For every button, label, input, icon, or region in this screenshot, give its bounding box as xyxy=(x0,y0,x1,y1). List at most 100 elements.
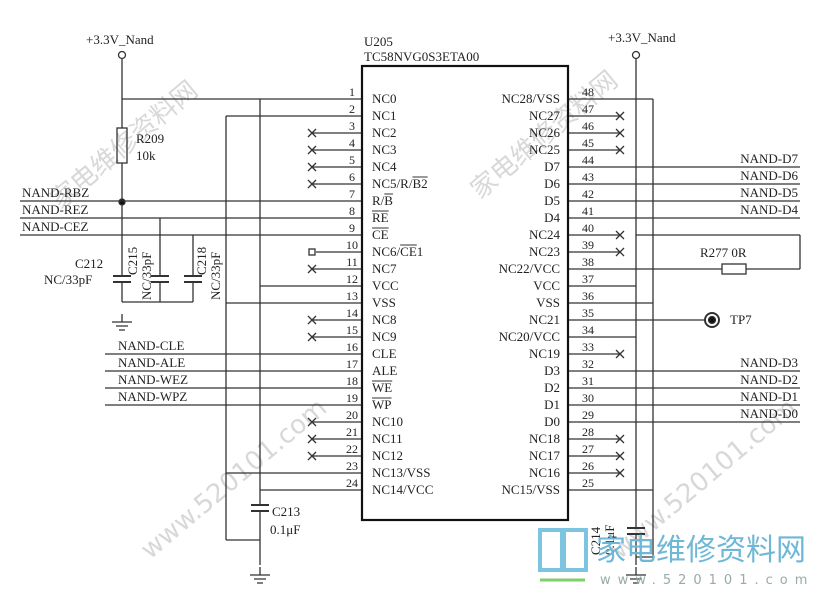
pin-number: 48 xyxy=(582,85,594,99)
chip-part: TC58NVG0S3ETA00 xyxy=(364,49,479,64)
pin-number: 32 xyxy=(582,357,594,371)
pin-label: WP xyxy=(372,397,392,412)
net-label: NAND-D3 xyxy=(740,355,798,370)
pin-label: NC28/VSS xyxy=(501,91,560,106)
r209-value: 10k xyxy=(136,148,156,163)
pin-number: 41 xyxy=(582,204,594,218)
tp7-label: TP7 xyxy=(730,312,752,327)
pin-number: 24 xyxy=(346,476,358,490)
ground-icon xyxy=(112,321,132,331)
pin-label: ALE xyxy=(372,363,397,378)
pin-number: 15 xyxy=(346,323,358,337)
open-pin-icon xyxy=(308,248,316,256)
pin-label: VCC xyxy=(372,278,399,293)
no-connect-icon xyxy=(615,145,625,155)
pin-label: D2 xyxy=(544,380,560,395)
capacitor-icon xyxy=(113,275,131,283)
pin-number: 21 xyxy=(346,425,358,439)
pin-label: NC25 xyxy=(529,142,560,157)
pin-number: 23 xyxy=(346,459,358,473)
pin-label: NC19 xyxy=(529,346,560,361)
pin-label: NC15/VSS xyxy=(501,482,560,497)
pin-label: NC17 xyxy=(529,448,561,463)
pin-label: NC9 xyxy=(372,329,397,344)
no-connect-icon xyxy=(307,315,317,325)
pin-number: 5 xyxy=(349,153,355,167)
no-connect-icon xyxy=(307,332,317,342)
pin-label: D5 xyxy=(544,193,560,208)
pin-label: NC8 xyxy=(372,312,397,327)
logo-url: www.520101.com xyxy=(600,573,814,588)
pin-label: D4 xyxy=(544,210,560,225)
pin-number: 46 xyxy=(582,119,594,133)
pin-number: 44 xyxy=(582,153,594,167)
net-label: NAND-WEZ xyxy=(118,372,188,387)
pin-label: NC11 xyxy=(372,431,403,446)
no-connect-icon xyxy=(307,264,317,274)
pin-number: 14 xyxy=(346,306,358,320)
pin-number: 8 xyxy=(349,204,355,218)
pin-label: NC7 xyxy=(372,261,397,276)
pin-number: 37 xyxy=(582,272,594,286)
c218-value: NC/33pF xyxy=(208,252,223,300)
pin-label: NC27 xyxy=(529,108,561,123)
c218-ref: C218 xyxy=(194,247,209,275)
pin-number: 34 xyxy=(582,323,594,337)
net-label: NAND-D1 xyxy=(740,389,798,404)
pin-number: 13 xyxy=(346,289,358,303)
pin-number: 3 xyxy=(349,119,355,133)
capacitor-icon xyxy=(184,275,202,283)
net-label: NAND-D0 xyxy=(740,406,798,421)
no-connect-icon xyxy=(307,162,317,172)
pin-number: 27 xyxy=(582,442,594,456)
no-connect-icon xyxy=(615,230,625,240)
no-connect-icon xyxy=(307,128,317,138)
c214-ref: C214 xyxy=(588,526,603,555)
r209-ref: R209 xyxy=(136,131,164,146)
pin-number: 2 xyxy=(349,102,355,116)
pin-label: NC4 xyxy=(372,159,397,174)
no-connect-icon xyxy=(307,417,317,427)
pin-label: NC23 xyxy=(529,244,560,259)
no-connect-icon xyxy=(615,468,625,478)
c213-value: 0.1μF xyxy=(270,522,300,537)
pin-label: NC16 xyxy=(529,465,561,480)
pin-number: 35 xyxy=(582,306,594,320)
net-label: NAND-D2 xyxy=(740,372,798,387)
pin-label: NC1 xyxy=(372,108,397,123)
r277-label: R277 0R xyxy=(700,245,747,260)
power-terminal-icon xyxy=(631,50,641,60)
pin-label: NC0 xyxy=(372,91,397,106)
pin-label: NC20/VCC xyxy=(499,329,560,344)
pin-label: NC3 xyxy=(372,142,397,157)
net-label: NAND-RBZ xyxy=(22,185,89,200)
c212-ref: C212 xyxy=(75,256,103,271)
pin-number: 10 xyxy=(346,238,358,252)
pin-label: VCC xyxy=(533,278,560,293)
no-connect-icon xyxy=(307,179,317,189)
pin-number: 11 xyxy=(346,255,358,269)
pin-number: 38 xyxy=(582,255,594,269)
chip-ref: U205 xyxy=(364,34,393,49)
no-connect-icon xyxy=(307,145,317,155)
pin-label: D6 xyxy=(544,176,560,191)
power-terminal-icon xyxy=(117,50,127,60)
junction-dot xyxy=(118,198,126,206)
pin-label: NC21 xyxy=(529,312,560,327)
pin-label: NC26 xyxy=(529,125,561,140)
pin-number: 28 xyxy=(582,425,594,439)
book-icon xyxy=(538,528,588,582)
pin-number: 30 xyxy=(582,391,594,405)
net-label: NAND-D5 xyxy=(740,185,798,200)
net-label: NAND-D6 xyxy=(740,168,798,183)
pin-label: NC22/VCC xyxy=(499,261,560,276)
no-connect-icon xyxy=(615,349,625,359)
no-connect-icon xyxy=(615,434,625,444)
no-connect-icon xyxy=(307,451,317,461)
pin-label: D7 xyxy=(544,159,560,174)
no-connect-icon xyxy=(615,451,625,461)
pin-label: NC24 xyxy=(529,227,561,242)
pin-number: 47 xyxy=(582,102,594,116)
pin-label: NC10 xyxy=(372,414,403,429)
